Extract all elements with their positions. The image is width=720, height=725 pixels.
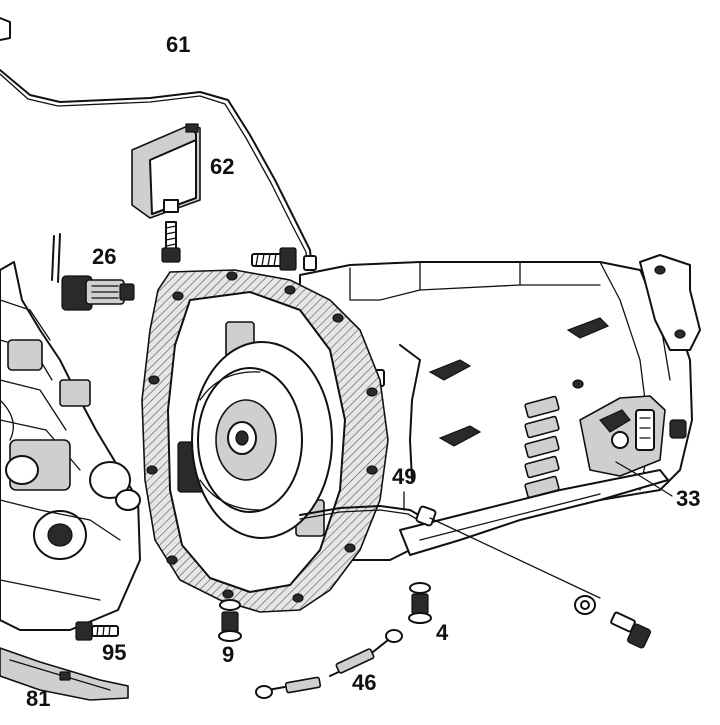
bolt-95 — [75, 621, 119, 641]
engine-block — [0, 261, 141, 631]
drain-plug-left — [218, 599, 242, 642]
callout-9: 9 — [222, 642, 234, 667]
leader-33 — [615, 461, 673, 497]
bracket-81 — [0, 647, 129, 701]
callout-labels: 61 62 26 49 33 95 9 4 46 81 — [26, 32, 700, 711]
callout-26: 26 — [92, 244, 116, 269]
callout-33: 33 — [676, 486, 700, 511]
callout-4: 4 — [436, 620, 449, 645]
callout-95: 95 — [102, 640, 126, 665]
transmission-case — [299, 254, 701, 561]
callout-46: 46 — [352, 670, 376, 695]
housing-bolt — [251, 247, 297, 271]
ground-strap — [255, 629, 403, 699]
drain-plug-right — [408, 582, 432, 624]
callout-61: 61 — [166, 32, 190, 57]
callout-62: 62 — [210, 154, 234, 179]
callout-81: 81 — [26, 686, 50, 711]
speed-sensor — [51, 233, 135, 311]
shift-cable — [0, 17, 317, 271]
callout-49: 49 — [392, 464, 416, 489]
bell-housing — [141, 269, 389, 613]
oil-line — [299, 491, 651, 649]
control-unit-bracket — [131, 123, 201, 263]
